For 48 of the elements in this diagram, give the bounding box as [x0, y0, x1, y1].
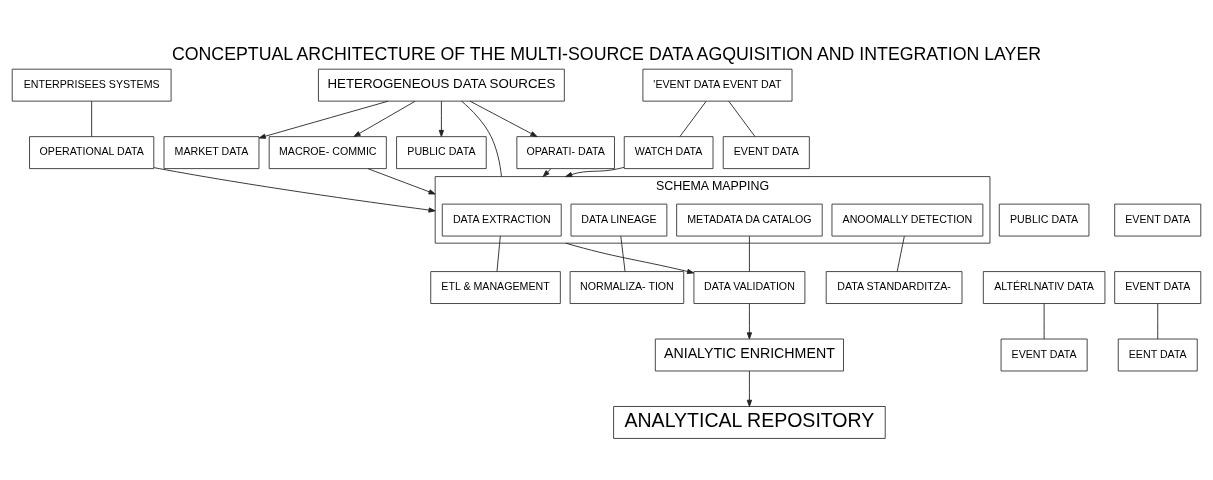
node-box: DATA VALIDATION [693, 270, 806, 304]
node-box: ANALYTICAL REPOSITORY [613, 405, 886, 439]
node-box: DATA STANDARDITZA- [825, 270, 963, 304]
arrow [542, 167, 552, 177]
arrow [438, 100, 444, 137]
node-box: ALTÉRLNATIV DATA [982, 270, 1106, 304]
node-box: EVENT DATA [1114, 270, 1202, 304]
arrow [153, 166, 436, 213]
connector [748, 235, 750, 272]
node-box: EVENT DATA [1000, 338, 1088, 371]
arrow [258, 100, 389, 139]
arrow [469, 100, 538, 137]
connector [728, 100, 756, 137]
node-box: EVENT DATA [1114, 203, 1202, 236]
node-box: EENT DATA [1117, 338, 1198, 371]
connector [896, 235, 905, 272]
node-box: ANIALYTIC ENRICHMENT [654, 338, 844, 371]
node-box: MARKET DATA [163, 135, 260, 169]
node-box: MACROE- COMMIC [268, 135, 387, 169]
connector [620, 235, 626, 272]
node-box: NORMALIZA- TION [569, 270, 685, 304]
connector [1043, 302, 1045, 339]
connector [679, 100, 707, 137]
connector [496, 235, 501, 272]
node-box: PUBLIC DATA [998, 203, 1090, 236]
node-box: HETEROGENEOUS DATA SOURCES [318, 68, 565, 102]
node-box: OPERATIONAL DATA [29, 135, 155, 169]
arrow [565, 166, 625, 177]
connector [91, 100, 93, 137]
node-box: EVENT DATA [722, 135, 810, 169]
arrow [353, 100, 416, 137]
node-box: PUBLIC DATA [396, 135, 487, 169]
node-box: METADATA DA CATALOG [676, 203, 823, 236]
node-box: ANOOMALLY DETECTION [831, 203, 984, 236]
connector [461, 100, 502, 177]
node-box: 'EVENT DATA EVENT DAT [642, 68, 793, 102]
node-box: ETL & MANAGEMENT [430, 270, 561, 304]
arrow [367, 167, 436, 194]
node-box: DATA EXTRACTION [441, 203, 562, 236]
diagram-title: CONCEPTUAL ARCHITECTURE OF THE MULTI-SOURCE DATA AGQUISITION AND INTEGRATION LAYER [171, 43, 1042, 64]
node-box: DATA LINEAGE [570, 203, 668, 236]
node-box: OPARATI- DATA [516, 135, 615, 169]
arrow [746, 370, 753, 407]
arrow [746, 302, 753, 339]
node-box: ENTERPRISEES SYSTEMS [11, 68, 172, 102]
connector [1157, 302, 1159, 339]
arrow [565, 242, 695, 274]
node-box: WATCH DATA [623, 135, 714, 169]
